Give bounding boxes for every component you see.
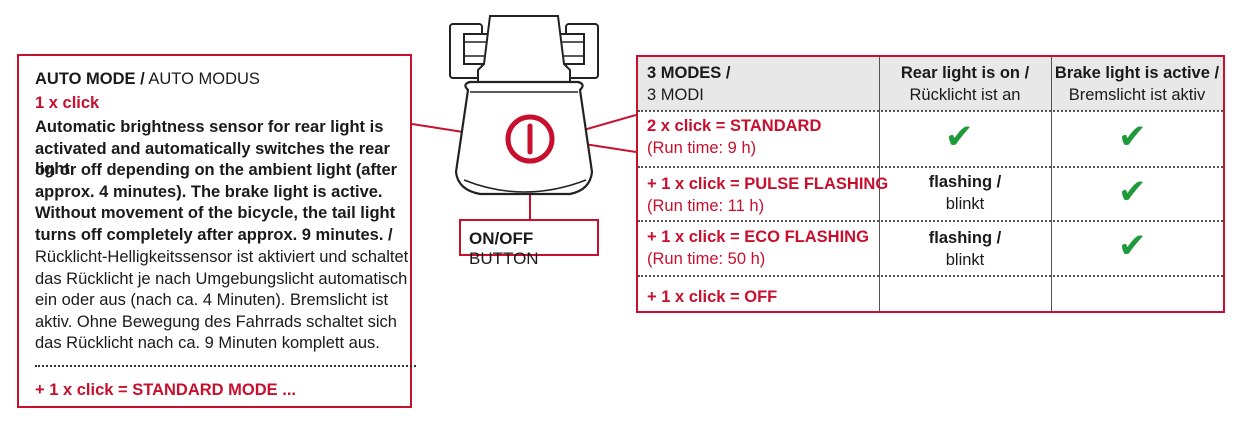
- check-icon: ✔: [1118, 173, 1147, 211]
- check-icon: ✔: [1118, 227, 1147, 265]
- description-line: aktiv. Ohne Bewegung des Fahrrads schalt…: [35, 312, 397, 331]
- mode-runtime: (Run time: 9 h): [647, 139, 757, 157]
- check-icon: ✔: [945, 118, 974, 156]
- row-divider: [638, 110, 1223, 112]
- modes-table: 3 MODES / 3 MODI Rear light is on / Rück…: [636, 55, 1225, 313]
- description-line: on or off depending on the ambient light…: [35, 161, 398, 180]
- rear-light-device-illustration: [449, 15, 599, 196]
- header-rear-en: Rear light is on /: [900, 64, 1030, 82]
- description-line: das Rücklicht nach ca. 9 Minuten komplet…: [35, 334, 380, 353]
- table-row-eco-flashing: + 1 x click = ECO FLASHING (Run time: 50…: [647, 226, 869, 270]
- description-line: activated and automatically switches the…: [35, 139, 390, 178]
- description-line: das Rücklicht je nach Umgebungslicht aut…: [35, 269, 408, 288]
- mode-runtime: (Run time: 50 h): [647, 250, 766, 268]
- table-header-rear-light: Rear light is on / Rücklicht ist an: [879, 62, 1051, 106]
- onoff-label-bold: ON/OFF: [469, 229, 534, 248]
- mode-label: + 1 x click = ECO FLASHING: [647, 228, 869, 246]
- mode-label: 2 x click = STANDARD: [647, 117, 822, 135]
- table-header-modes: 3 MODES / 3 MODI: [647, 62, 730, 106]
- onoff-label-regular: BUTTON: [469, 249, 539, 268]
- table-row-standard: 2 x click = STANDARD (Run time: 9 h): [647, 115, 821, 159]
- column-divider: [1051, 57, 1052, 311]
- table-row-pulse-flashing: + 1 x click = PULSE FLASHING (Run time: …: [647, 173, 888, 217]
- check-icon: ✔: [1118, 118, 1147, 156]
- description-line: approx. 4 minutes). The brake light is a…: [35, 182, 383, 201]
- auto-mode-next: + 1 x click = STANDARD MODE ...: [35, 381, 297, 399]
- row-divider: [638, 166, 1223, 168]
- rear-flashing-de: blinkt: [945, 251, 985, 269]
- onoff-button-label-box: ON/OFF BUTTON: [459, 219, 599, 268]
- header-modes-en: 3 MODES /: [647, 64, 731, 82]
- mode-runtime: (Run time: 11 h): [647, 197, 765, 215]
- description-line: turns off completely after approx. 9 min…: [35, 226, 393, 244]
- rear-flashing-de: blinkt: [945, 195, 985, 213]
- table-header-brake-light: Brake light is active / Bremslicht ist a…: [1051, 62, 1223, 106]
- auto-mode-box: AUTO MODE / AUTO MODUS 1 x click Automat…: [17, 54, 416, 408]
- header-rear-de: Rücklicht ist an: [909, 86, 1021, 104]
- onoff-button-label: ON/OFF BUTTON: [469, 229, 597, 269]
- header-brake-en: Brake light is active /: [1054, 64, 1220, 82]
- rear-flashing-en: flashing /: [928, 173, 1002, 191]
- rear-flashing-cell: flashing / blinkt: [879, 171, 1051, 215]
- rear-flashing-cell: flashing / blinkt: [879, 227, 1051, 271]
- auto-mode-click: 1 x click: [35, 94, 100, 112]
- column-divider: [879, 57, 880, 311]
- row-divider: [638, 220, 1223, 222]
- table-header-background: [638, 57, 1223, 111]
- mode-label: + 1 x click = OFF: [647, 288, 778, 306]
- header-brake-de: Bremslicht ist aktiv: [1068, 86, 1206, 104]
- row-divider: [638, 275, 1223, 277]
- auto-mode-title-de: AUTO MODUS: [144, 70, 260, 88]
- divider: [35, 365, 416, 367]
- description-line: Rücklicht-Helligkeitssensor ist aktivier…: [35, 248, 409, 266]
- description-line: Automatic brightness sensor for rear lig…: [35, 118, 384, 136]
- mode-label: + 1 x click = PULSE FLASHING: [647, 175, 889, 193]
- rear-flashing-en: flashing /: [928, 229, 1002, 247]
- auto-mode-title: AUTO MODE / AUTO MODUS: [35, 69, 260, 89]
- table-row-off: + 1 x click = OFF: [647, 286, 777, 308]
- auto-mode-title-en: AUTO MODE /: [35, 70, 145, 88]
- description-line: Without movement of the bicycle, the tai…: [35, 204, 396, 223]
- description-line: ein oder aus (nach ca. 4 Minuten). Brems…: [35, 291, 389, 310]
- header-modes-de: 3 MODI: [647, 86, 704, 104]
